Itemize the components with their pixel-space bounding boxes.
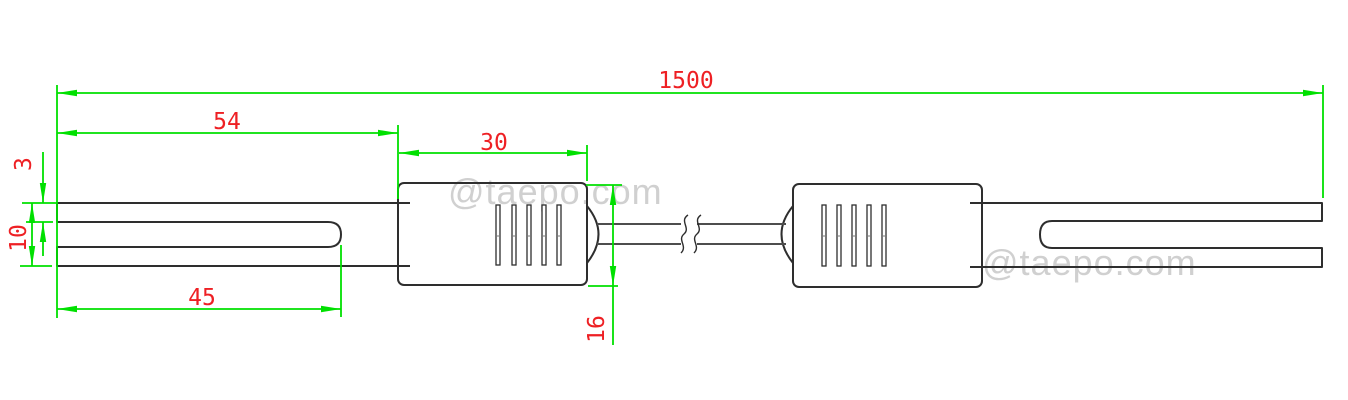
dimension-fork-height (20, 203, 52, 267)
dimension-connector-height (586, 184, 622, 345)
left-connector-body-fill (398, 183, 587, 285)
dimension-connector-length (399, 149, 587, 157)
dimension-left-tab-length (57, 129, 398, 137)
left-connector-body (397, 182, 588, 286)
right-fork-terminal (970, 202, 1323, 268)
right-connector-body (792, 183, 983, 288)
dim-label-left-tab-length: 54 (213, 109, 241, 135)
right-fork-terminal-fill (970, 203, 1322, 267)
dimension-slot-length (57, 305, 341, 313)
dim-label-connector-length: 30 (480, 130, 508, 156)
dim-label-tab-thickness: 3 (11, 157, 37, 171)
left-fork-terminal-fill (57, 203, 410, 266)
dim-label-fork-height: 10 (6, 224, 32, 252)
right-connector-body-fill (793, 184, 982, 287)
dimension-labels: 1500 54 30 45 3 10 16 (6, 68, 714, 343)
dimension-overall-length (57, 89, 1323, 97)
part-fills (57, 183, 1322, 287)
left-fork-terminal (56, 202, 410, 267)
left-strain-relief-dome (586, 205, 600, 264)
right-connector-grip-slots (821, 204, 887, 267)
dim-label-slot-length: 45 (188, 285, 216, 311)
part-outlines (56, 182, 1323, 288)
dim-label-connector-height: 16 (584, 315, 610, 343)
watermark-text-left: @taepo.com (448, 171, 663, 212)
left-connector-grip-slots (495, 204, 562, 266)
dimension-graphics (20, 85, 1324, 345)
right-strain-relief-dome (780, 205, 794, 264)
dim-label-overall-length: 1500 (658, 68, 713, 94)
cable-lines (597, 223, 786, 245)
cable-break-symbol (680, 214, 702, 254)
